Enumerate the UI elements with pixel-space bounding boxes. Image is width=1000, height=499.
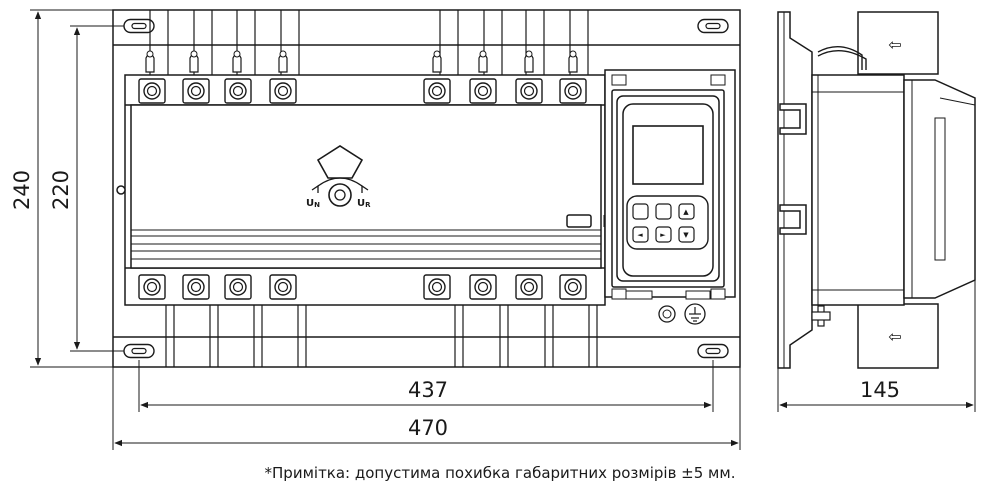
dim-145: 145: [860, 378, 900, 402]
dim-220: 220: [49, 170, 73, 210]
dim-240: 240: [10, 170, 34, 210]
key-up-arrow: ▲: [683, 208, 689, 216]
key-left-arrow: ◄: [637, 231, 643, 239]
side-view: [777, 11, 976, 369]
side-upper-cover: [857, 11, 939, 75]
side-arrow-top: ⇦: [888, 35, 901, 54]
keypad-arrows: ▲ ◄ ► ▼: [637, 208, 689, 239]
label-un: UN: [306, 198, 320, 209]
dim-437: 437: [408, 378, 448, 402]
controller-module: [604, 69, 736, 325]
front-view: [112, 9, 741, 368]
side-lower-cover: [857, 303, 939, 369]
side-body: [811, 74, 905, 306]
side-arrow-bottom: ⇦: [888, 327, 901, 346]
lcd-display: [632, 125, 704, 185]
front-dimensions: [30, 9, 741, 450]
selector-handle: [311, 145, 369, 207]
key-up: [632, 203, 649, 220]
label-ur: UR: [357, 198, 371, 209]
side-dimensions: [777, 280, 976, 412]
din-rails: [779, 103, 807, 235]
tolerance-note: *Примітка: допустима похибка габаритних …: [264, 464, 736, 482]
key-right-arrow: ►: [660, 231, 666, 239]
key-down-arrow: ▼: [683, 231, 689, 239]
dim-470: 470: [408, 416, 448, 440]
